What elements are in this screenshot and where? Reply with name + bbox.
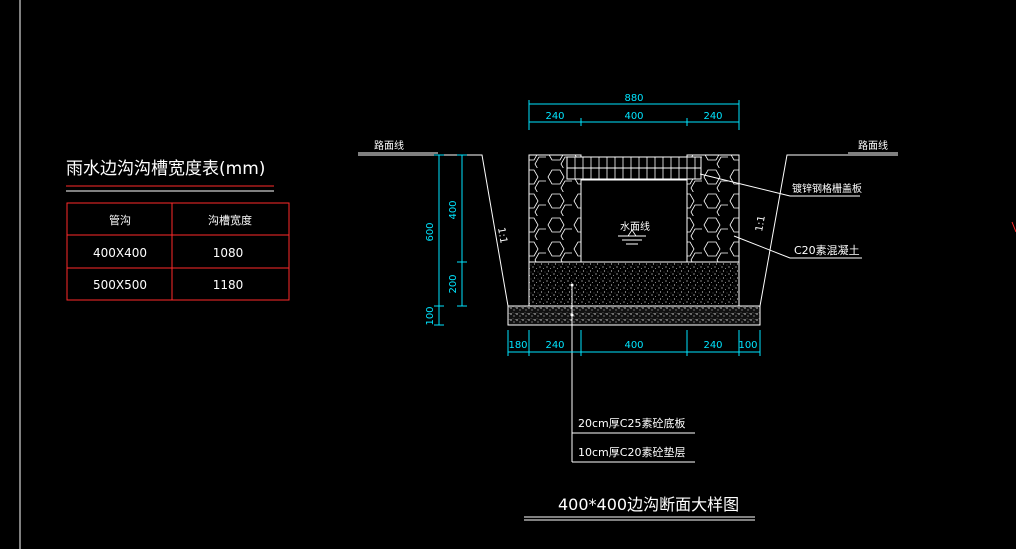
width-table: 雨水边沟沟槽宽度表(mm) 管沟 沟槽宽度 400X400 1080 500X5…	[66, 159, 290, 301]
table-border	[66, 202, 290, 301]
dim-left-inner: 400	[448, 200, 459, 219]
dim-left-outer: 100	[425, 306, 436, 325]
table-title: 雨水边沟沟槽宽度表(mm)	[66, 159, 265, 179]
dim-bottom-seg: 100	[738, 340, 757, 351]
table-cell: 400X400	[93, 246, 147, 260]
drawing-title: 400*400边沟断面大样图	[558, 495, 739, 514]
dim-top-seg: 240	[703, 111, 722, 122]
table-header-pipe: 管沟	[109, 213, 131, 227]
base-slab	[528, 261, 740, 307]
dim-top-total: 880	[624, 93, 643, 104]
dim-left-outer: 600	[425, 222, 436, 241]
channel	[580, 179, 688, 263]
cushion-label: 10cm厚C20素砼垫层	[578, 445, 685, 459]
leader-grating	[699, 173, 860, 197]
road-label-right: 路面线	[858, 139, 888, 152]
slope-right-label: 1:1	[754, 215, 768, 233]
leader-wall	[733, 235, 862, 259]
road-line-right	[759, 154, 898, 307]
dim-top-seg: 400	[624, 111, 643, 122]
table-cell: 1180	[213, 278, 244, 292]
slope-left-label: 1:1	[495, 227, 509, 245]
ditch-section: 水面线 1:1 1:1 路面线 路面线 镀锌钢格栅盖板 C20素混凝土 20cm…	[358, 139, 898, 521]
dim-bottom-seg: 240	[703, 340, 722, 351]
road-label-left: 路面线	[374, 139, 404, 152]
dim-left-inner: 200	[448, 274, 459, 293]
dimensions: 880 240 400 240 180 240 400 240 100 600 …	[425, 93, 761, 356]
table-cell: 1080	[213, 246, 244, 260]
base-slab-label: 20cm厚C25素砼底板	[578, 416, 685, 430]
cushion-layer	[507, 305, 761, 326]
grating-label: 镀锌钢格栅盖板	[792, 182, 862, 195]
dim-bottom-seg: 240	[545, 340, 564, 351]
table-cell: 500X500	[93, 278, 147, 292]
dim-bottom-seg: 180	[508, 340, 527, 351]
table-header-width: 沟槽宽度	[208, 213, 252, 227]
wall-concrete-label: C20素混凝土	[794, 243, 860, 257]
dim-bottom-seg: 400	[624, 340, 643, 351]
road-line-left	[358, 154, 509, 307]
grating-cover	[566, 156, 702, 180]
water-line-symbol	[618, 229, 646, 245]
edge-marker	[1011, 221, 1016, 233]
dim-top-seg: 240	[545, 111, 564, 122]
water-line-label: 水面线	[620, 220, 650, 233]
